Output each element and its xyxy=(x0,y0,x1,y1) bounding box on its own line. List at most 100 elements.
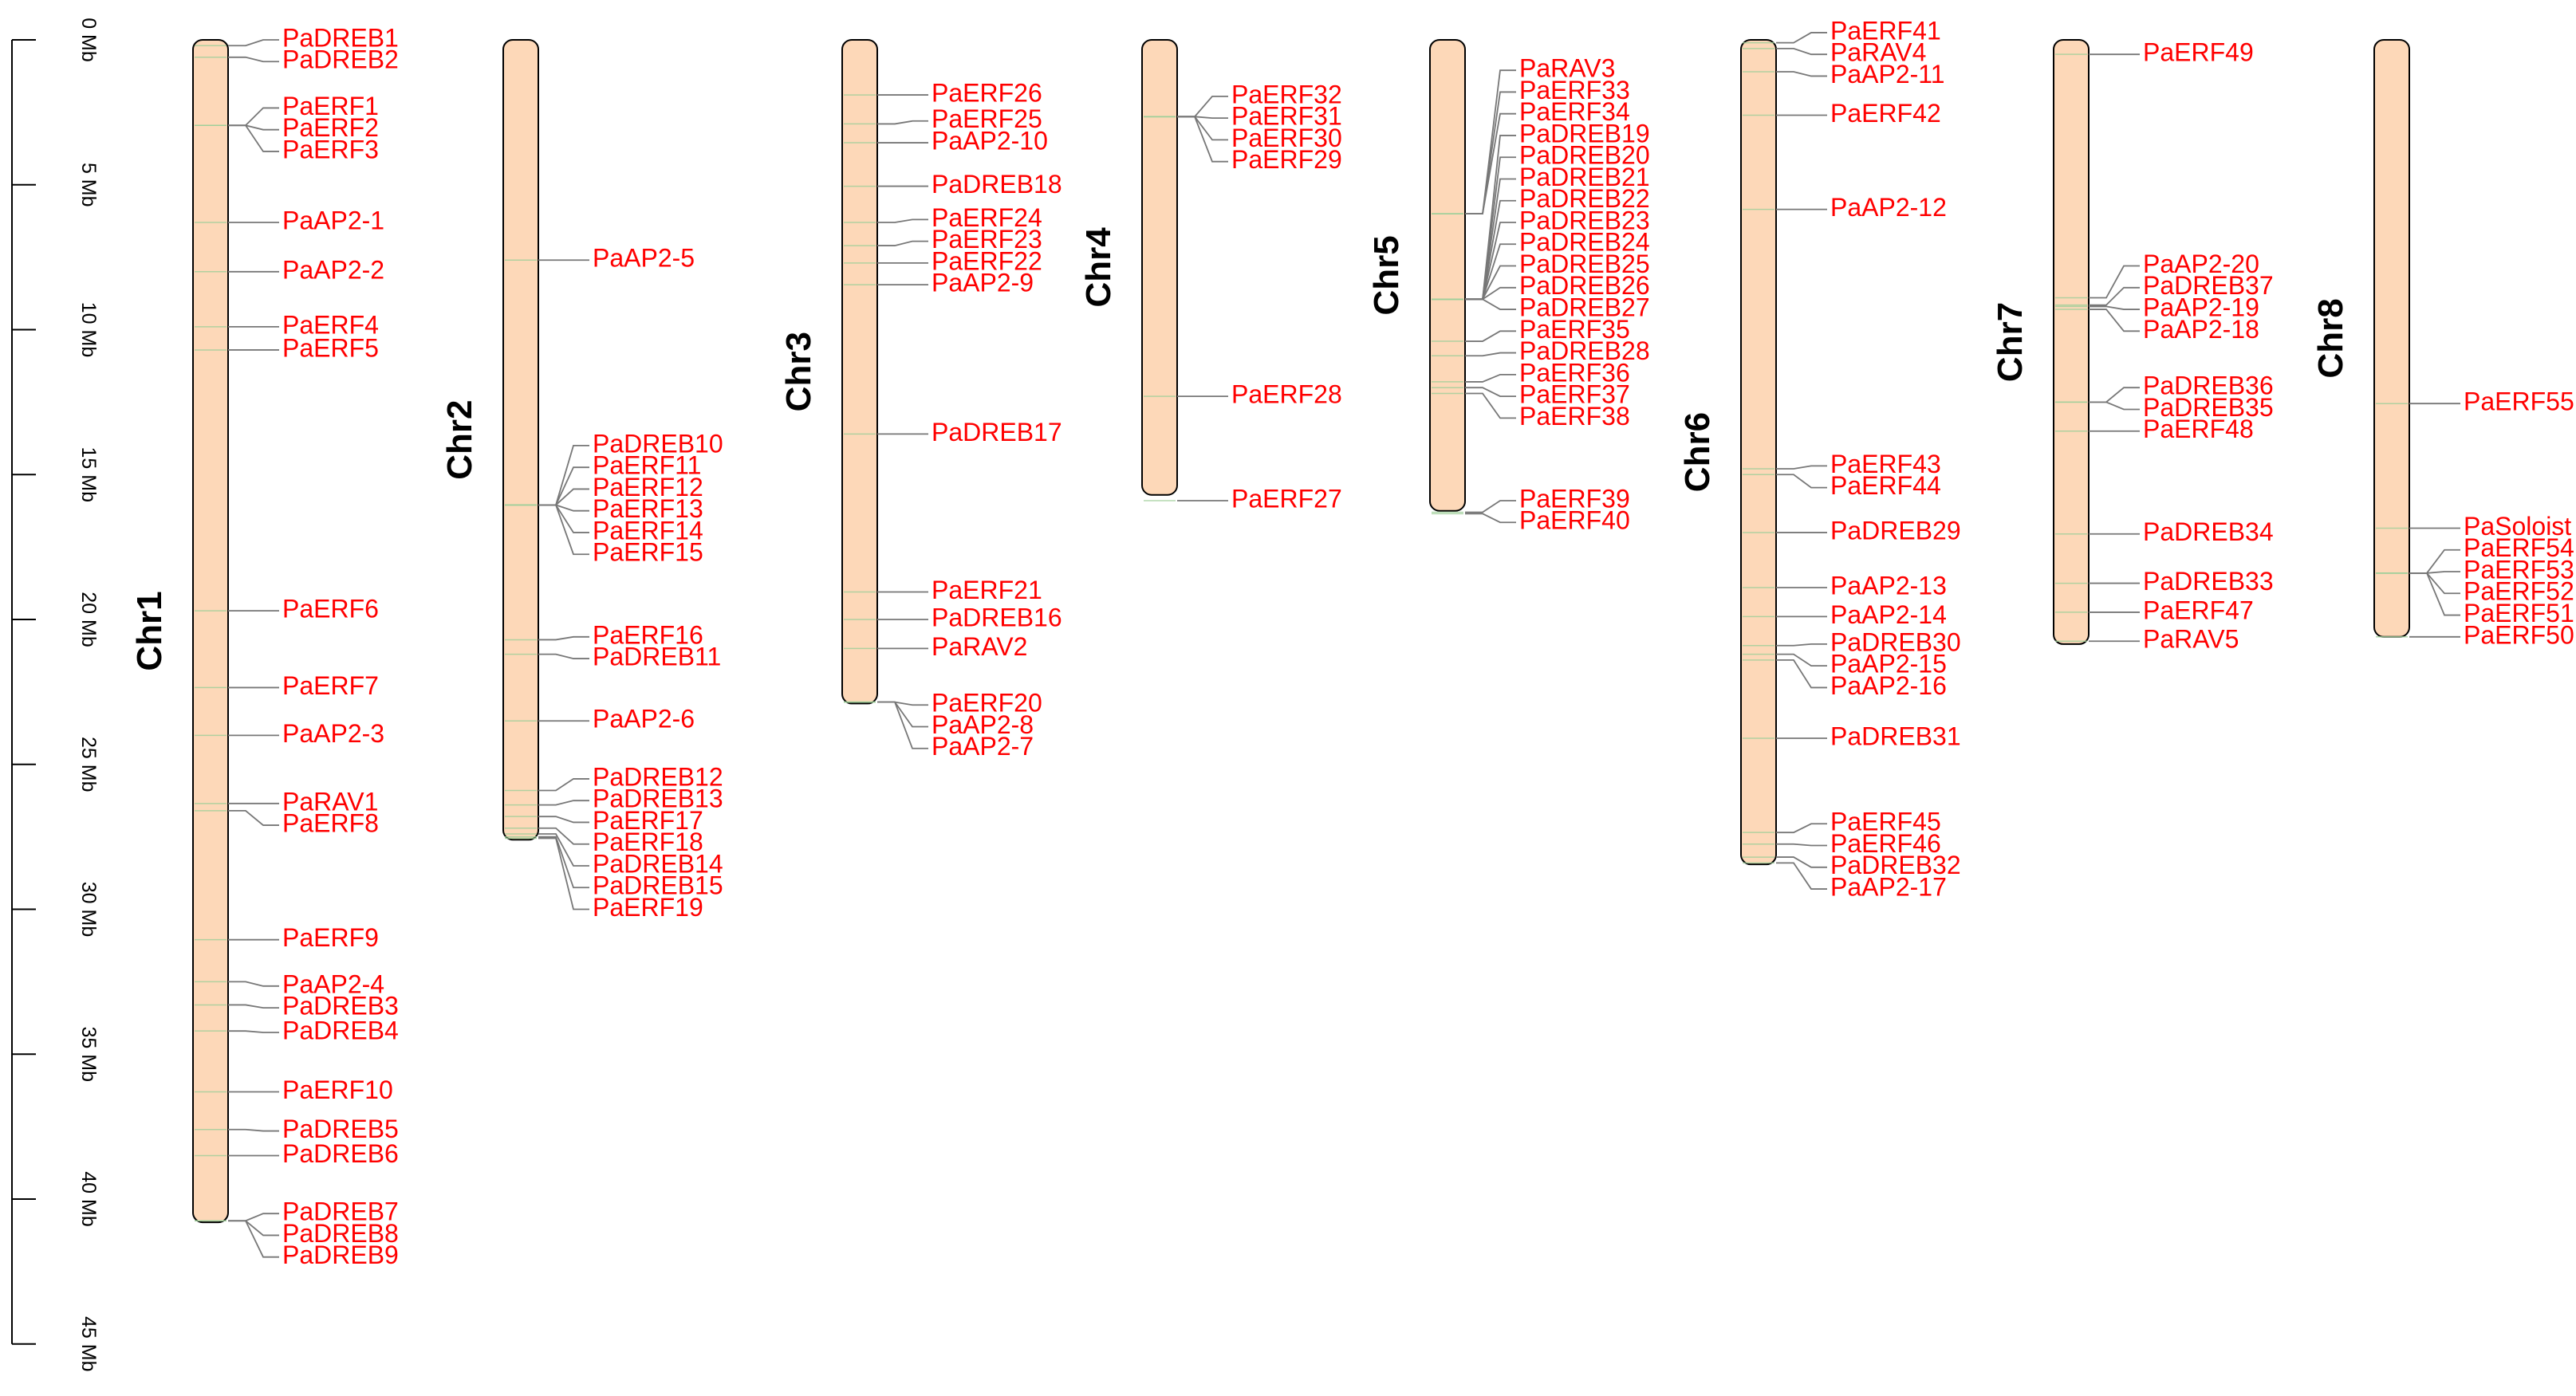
gene-marker: PaDREB37 xyxy=(2055,271,2274,306)
gene-connector xyxy=(228,1213,279,1222)
axis-tick-label: 45 Mb xyxy=(77,1316,100,1371)
gene-label: PaDREB18 xyxy=(932,170,1062,199)
gene-label: PaERF13 xyxy=(593,494,703,523)
gene-marker: PaERF17 xyxy=(505,806,703,835)
gene-label: PaERF29 xyxy=(1231,145,1342,174)
gene-marker: PaAP2-2 xyxy=(195,255,384,284)
gene-marker: PaAP2-6 xyxy=(505,705,695,733)
gene-marker: PaAP2-18 xyxy=(2055,309,2259,344)
gene-connector xyxy=(228,1004,279,1009)
chromosome-chr4: Chr4PaERF32PaERF31PaERF30PaERF29PaERF28P… xyxy=(1079,39,1342,513)
gene-marker: PaRAV5 xyxy=(2055,625,2239,654)
gene-marker: PaRAV4 xyxy=(1743,38,1926,67)
gene-label: PaDREB17 xyxy=(932,418,1062,446)
gene-marker: PaERF32 xyxy=(1144,80,1342,118)
gene-marker: PaAP2-20 xyxy=(2055,250,2259,299)
chromosome-chr1: Chr1PaDREB1PaDREB2PaERF1PaERF2PaERF3PaAP… xyxy=(130,23,399,1269)
gene-label: PaAP2-1 xyxy=(282,206,384,234)
gene-marker: PaDREB36 xyxy=(2055,372,2274,403)
chromosome-label: Chr8 xyxy=(2311,298,2350,378)
gene-label: PaAP2-5 xyxy=(593,244,695,273)
gene-marker: PaERF13 xyxy=(505,494,703,523)
gene-marker: PaERF8 xyxy=(195,809,379,838)
gene-marker: PaAP2-19 xyxy=(2055,293,2259,322)
gene-marker: PaERF52 xyxy=(2376,572,2574,606)
gene-marker: PaERF2 xyxy=(195,113,379,142)
gene-marker: PaERF38 xyxy=(1432,392,1630,431)
gene-label: PaDREB6 xyxy=(282,1139,399,1168)
gene-marker: PaAP2-12 xyxy=(1743,193,1947,222)
chromosome-body xyxy=(1429,39,1466,512)
gene-label: PaAP2-17 xyxy=(1830,873,1947,902)
chromosome-label: Chr6 xyxy=(1678,412,1717,492)
gene-label: PaERF39 xyxy=(1519,484,1630,513)
gene-connector xyxy=(1776,48,1827,56)
gene-marker: PaAP2-1 xyxy=(195,206,384,234)
axis-tick-label: 25 Mb xyxy=(77,737,100,792)
gene-marker: PaDREB7 xyxy=(195,1197,399,1226)
gene-marker: PaDREB3 xyxy=(195,992,399,1020)
gene-label: PaERF45 xyxy=(1830,808,1941,836)
gene-label: PaERF20 xyxy=(932,689,1042,718)
gene-label: PaDREB12 xyxy=(593,762,723,791)
gene-label: PaERF15 xyxy=(593,538,703,567)
gene-marker: PaDREB11 xyxy=(505,643,721,671)
gene-connector xyxy=(538,504,589,556)
chromosome-label: Chr5 xyxy=(1367,235,1406,315)
gene-label: PaERF23 xyxy=(932,225,1042,254)
gene-connector xyxy=(1776,843,1827,847)
gene-label: PaAP2-4 xyxy=(282,969,384,998)
gene-marker: PaDREB28 xyxy=(1432,336,1650,365)
gene-marker: PaDREB30 xyxy=(1743,627,1961,656)
chromosome-chr7: Chr7PaERF49PaAP2-20PaDREB37PaAP2-19PaAP2… xyxy=(1991,38,2274,654)
gene-marker: PaERF48 xyxy=(2055,415,2254,443)
gene-marker: PaERF49 xyxy=(2055,38,2254,67)
gene-marker: PaERF46 xyxy=(1743,829,1941,858)
gene-label: PaERF49 xyxy=(2143,38,2254,67)
gene-label: PaERF14 xyxy=(593,516,703,545)
gene-marker: PaDREB9 xyxy=(195,1220,399,1269)
gene-connector xyxy=(1776,643,1827,647)
gene-label: PaERF16 xyxy=(593,620,703,649)
gene-label: PaERF36 xyxy=(1519,358,1630,387)
gene-marker: PaSoloist xyxy=(2376,512,2571,541)
gene-label: PaAP2-2 xyxy=(282,255,384,284)
gene-label: PaERF18 xyxy=(593,828,703,856)
gene-marker: PaAP2-17 xyxy=(1743,862,1947,902)
gene-label: PaDREB25 xyxy=(1519,250,1650,278)
gene-connector xyxy=(538,827,589,845)
gene-label: PaERF55 xyxy=(2464,387,2574,416)
gene-label: PaERF50 xyxy=(2464,620,2574,649)
gene-label: PaDREB4 xyxy=(282,1016,399,1044)
chromosome-body xyxy=(2053,39,2090,645)
gene-connector xyxy=(538,504,589,512)
chromosome-label: Chr2 xyxy=(440,400,479,480)
gene-label: PaAP2-9 xyxy=(932,269,1034,297)
gene-marker: PaERF40 xyxy=(1432,506,1630,535)
gene-label: PaERF30 xyxy=(1231,124,1342,152)
gene-label: PaDREB9 xyxy=(282,1241,399,1269)
gene-label: PaERF32 xyxy=(1231,80,1342,108)
gene-marker: PaAP2-16 xyxy=(1743,659,1947,700)
gene-marker: PaDREB21 xyxy=(1432,163,1650,301)
gene-connector xyxy=(1776,862,1827,890)
gene-label: PaERF5 xyxy=(282,333,379,362)
gene-marker: PaERF26 xyxy=(844,79,1042,108)
gene-connector xyxy=(228,124,279,152)
gene-label: PaERF22 xyxy=(932,246,1042,275)
gene-label: PaDREB11 xyxy=(593,643,721,671)
gene-marker: PaERF35 xyxy=(1432,315,1630,344)
gene-label: PaERF46 xyxy=(1830,829,1941,858)
gene-marker: PaDREB27 xyxy=(1432,293,1650,322)
gene-label: PaERF42 xyxy=(1830,99,1941,128)
gene-label: PaERF44 xyxy=(1830,471,1941,500)
gene-label: PaDREB20 xyxy=(1519,141,1650,170)
gene-label: PaDREB14 xyxy=(593,849,723,878)
gene-marker: PaDREB33 xyxy=(2055,567,2274,596)
gene-connector xyxy=(2409,549,2460,574)
axis-tick-label: 20 Mb xyxy=(77,592,100,647)
gene-connector xyxy=(1465,298,1516,310)
gene-marker: PaDREB22 xyxy=(1432,184,1650,301)
gene-marker: PaERF47 xyxy=(2055,596,2254,624)
gene-connector xyxy=(538,466,589,506)
